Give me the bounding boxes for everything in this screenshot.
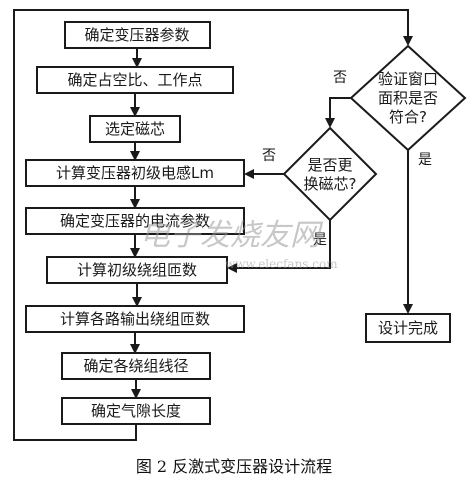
process-box-primary-inductance: 计算变压器初级电感Lm [25,159,245,187]
decision-line: 面积是否 [378,89,438,107]
box-label: 计算初级绕组匝数 [77,261,197,279]
arrow-verify-no [325,97,351,128]
decision-line: 是否更 [307,156,352,174]
box-label: 确定各绕组线径 [83,357,188,375]
box-label: 确定占空比、工作点 [67,71,202,89]
watermark-logo: 电子发烧友网 [140,218,324,253]
process-box-primary-turns: 计算初级绕组匝数 [46,256,228,284]
edge-label-change-core-yes: 是 [313,232,327,248]
terminal-design-complete: 设计完成 [365,313,451,343]
box-label: 确定变压器参数 [84,26,189,44]
figure-caption: 图 2 反激式变压器设计流程 [136,457,332,476]
process-box-select-core: 选定磁芯 [89,115,181,143]
process-box-transformer-params: 确定变压器参数 [64,21,211,49]
decision-change-core: 是否更 换磁芯? [282,126,378,222]
process-box-output-turns: 计算各路输出绕组匝数 [25,305,245,333]
decision-line: 验证窗口 [378,70,438,88]
process-box-duty-cycle: 确定占空比、工作点 [36,66,234,94]
box-label: 计算变压器初级电感Lm [56,164,214,182]
watermark-url: www.elecfans.com [225,257,338,271]
decision-line: 符合? [389,108,427,126]
arrow-change-core-yes [227,220,331,273]
loop-connector [13,9,413,441]
box-label: 确定气隙长度 [91,402,181,420]
box-label: 确定变压器的电流参数 [60,212,210,230]
edge-label-verify-no: 否 [333,70,347,86]
edge-label-verify-yes: 是 [418,152,432,168]
process-box-wire-diameter: 确定各绕组线径 [61,352,211,380]
decision-line: 换磁芯? [304,175,357,193]
box-label: 计算各路输出绕组匝数 [60,310,210,328]
decision-verify-window: 验证窗口 面积是否 符合? [349,44,467,152]
terminal-label: 设计完成 [378,319,438,337]
process-box-air-gap: 确定气隙长度 [61,397,211,425]
edge-label-change-core-no: 否 [262,148,276,164]
box-label: 选定磁芯 [105,120,165,138]
